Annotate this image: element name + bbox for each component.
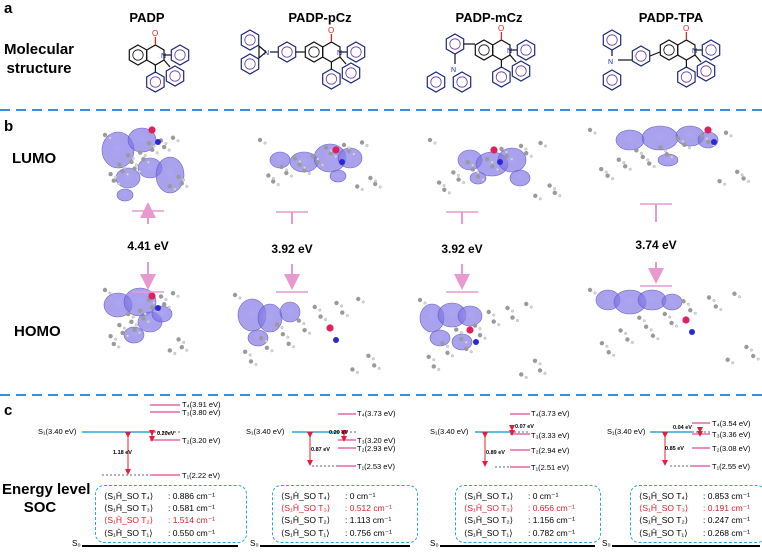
energy-level-diagram bbox=[82, 404, 710, 476]
s1-label-padp-mcz: S₁(3.40 eV) bbox=[430, 427, 469, 436]
structure-padp-pcz: N bbox=[240, 26, 364, 89]
row-label-homo: HOMO bbox=[14, 323, 61, 340]
soc-row: ⟨S₁Ĥ_SO T₁⟩: 0.550 cm⁻¹ bbox=[104, 527, 216, 538]
soc-row: ⟨S₁Ĥ_SO T₁⟩: 0.782 cm⁻¹ bbox=[464, 527, 576, 538]
st-gap-padp-pcz: 0.20 eV bbox=[329, 430, 348, 436]
soc-row: ⟨S₁Ĥ_SO T₂⟩: 1.156 cm⁻¹ bbox=[464, 515, 576, 526]
st-gap-padp-tpa: 0.04 eV bbox=[673, 425, 692, 431]
t4-label-padp-tpa: T₄(3.54 eV) bbox=[712, 419, 751, 428]
soc-row: ⟨S₁Ĥ_SO T₃⟩: 0.581 cm⁻¹ bbox=[104, 503, 216, 514]
gap-label-padp: 4.41 eV bbox=[125, 239, 171, 253]
svg-text:N: N bbox=[608, 59, 613, 66]
t1-label-padp-mcz: T₁(2.51 eV) bbox=[531, 463, 569, 472]
row-label-energy-level: Energy level bbox=[2, 481, 91, 498]
s0-label-2: S₀ bbox=[250, 539, 259, 548]
t3-label-padp-pcz: T₃(3.20 eV) bbox=[357, 436, 396, 445]
t2-label-padp: T₂(3.20 eV) bbox=[182, 436, 221, 445]
s0-label-1: S₀ bbox=[72, 539, 81, 548]
t3-label-padp-mcz: T₃(3.33 eV) bbox=[531, 431, 570, 440]
soc-row-highlight: ⟨S₁Ĥ_SO T₃⟩: 0.656 cm⁻¹ bbox=[464, 503, 576, 514]
t1-gap-padp-mcz: 0.89 eV bbox=[486, 450, 505, 456]
soc-row: ⟨S₁Ĥ_SO T₂⟩: 0.247 cm⁻¹ bbox=[639, 515, 751, 526]
svg-text:N: N bbox=[451, 67, 456, 74]
soc-row: ⟨S₁Ĥ_SO T₂⟩: 1.113 cm⁻¹ bbox=[281, 515, 392, 526]
soc-box-padp-pcz: ⟨S₁Ĥ_SO T₄⟩: 0 cm⁻¹ ⟨S₁Ĥ_SO T₃⟩: 0.512 c… bbox=[272, 485, 418, 543]
st-gap-padp: 0.20eV bbox=[157, 431, 175, 437]
t1-label-padp: T₁(2.22 eV) bbox=[182, 471, 220, 480]
soc-row: ⟨S₁Ĥ_SO T₁⟩: 0.268 cm⁻¹ bbox=[639, 527, 751, 538]
structure-padp bbox=[129, 29, 188, 92]
gap-label-padp-tpa: 3.74 eV bbox=[633, 238, 679, 252]
s0-label-4: S₀ bbox=[602, 539, 611, 548]
molecule-title-padp-mcz: PADP-mCz bbox=[455, 10, 523, 25]
soc-row-highlight: ⟨S₁Ĥ_SO T₃⟩: 0.191 cm⁻¹ bbox=[639, 503, 751, 514]
soc-box-padp-tpa: ⟨S₁Ĥ_SO T₄⟩: 0.853 cm⁻¹ ⟨S₁Ĥ_SO T₃⟩: 0.1… bbox=[630, 485, 762, 543]
t1-gap-padp: 1.18 eV bbox=[113, 450, 132, 456]
t2-label-padp-mcz: T₂(2.94 eV) bbox=[531, 446, 570, 455]
soc-row: ⟨S₁Ĥ_SO T₄⟩: 0 cm⁻¹ bbox=[464, 491, 559, 501]
soc-row: ⟨S₁Ĥ_SO T₁⟩: 0.756 cm⁻¹ bbox=[281, 527, 393, 538]
t1-label-padp-tpa: T₁(2.55 eV) bbox=[712, 462, 750, 471]
soc-box-padp: ⟨S₁Ĥ_SO T₄⟩: 0.886 cm⁻¹ ⟨S₁Ĥ_SO T₃⟩: 0.5… bbox=[95, 485, 247, 543]
t4-label-padp: T₄(3.91 eV) bbox=[182, 400, 221, 409]
molecule-title-padp-tpa: PADP-TPA bbox=[638, 10, 704, 25]
row-label-soc: SOC bbox=[23, 499, 57, 516]
t3-label-padp: T₃(3.80 eV) bbox=[182, 408, 221, 417]
svg-text:N: N bbox=[264, 50, 269, 57]
panel-label-c: c bbox=[4, 402, 13, 419]
t3-label-padp-tpa: T₃(3.36 eV) bbox=[712, 430, 751, 439]
t1-label-padp-pcz: T₁(2.53 eV) bbox=[357, 462, 395, 471]
soc-row: ⟨S₁Ĥ_SO T₄⟩: 0 cm⁻¹ bbox=[281, 491, 376, 501]
soc-row-highlight: ⟨S₁Ĥ_SO T₂⟩: 1.514 cm⁻¹ bbox=[104, 515, 216, 526]
t4-label-padp-mcz: T₄(3.73 eV) bbox=[531, 409, 570, 418]
t2-label-padp-pcz: T₂(2.93 eV) bbox=[357, 444, 396, 453]
soc-row: ⟨S₁Ĥ_SO T₄⟩: 0.853 cm⁻¹ bbox=[639, 491, 751, 501]
row-label-molecular: Molecular bbox=[3, 41, 75, 58]
t2-label-padp-tpa: T₂(3.08 eV) bbox=[712, 444, 751, 453]
soc-row-highlight: ⟨S₁Ĥ_SO T₃⟩: 0.512 cm⁻¹ bbox=[281, 503, 393, 514]
row-label-structure: structure bbox=[6, 60, 72, 77]
structure-padp-mcz: N bbox=[426, 24, 534, 93]
panel-label-a: a bbox=[4, 0, 13, 17]
s1-label-padp-tpa: S₁(3.40 eV) bbox=[607, 427, 646, 436]
molecule-title-padp: PADP bbox=[129, 10, 165, 25]
st-gap-padp-mcz: 0.07 eV bbox=[515, 424, 534, 430]
molecule-title-padp-pcz: PADP-pCz bbox=[288, 10, 352, 25]
t4-label-padp-pcz: T₄(3.73 eV) bbox=[357, 409, 396, 418]
t1-gap-padp-tpa: 0.85 eV bbox=[665, 446, 684, 452]
soc-row: ⟨S₁Ĥ_SO T₄⟩: 0.886 cm⁻¹ bbox=[104, 491, 216, 501]
soc-box-padp-mcz: ⟨S₁Ĥ_SO T₄⟩: 0 cm⁻¹ ⟨S₁Ĥ_SO T₃⟩: 0.656 c… bbox=[455, 485, 601, 543]
gap-arrows bbox=[132, 202, 672, 293]
orbital-plots bbox=[101, 125, 760, 379]
s0-label-3: S₀ bbox=[430, 539, 439, 548]
gap-label-padp-pcz: 3.92 eV bbox=[269, 242, 315, 256]
s1-label-padp-pcz: S₁(3.40 eV) bbox=[246, 427, 285, 436]
structure-padp-tpa: N bbox=[602, 24, 719, 91]
s1-label-padp: S₁(3.40 eV) bbox=[38, 427, 77, 436]
gap-label-padp-mcz: 3.92 eV bbox=[439, 242, 485, 256]
panel-label-b: b bbox=[4, 118, 14, 135]
t1-gap-padp-pcz: 0.87 eV bbox=[311, 447, 330, 453]
row-label-lumo: LUMO bbox=[12, 150, 57, 167]
